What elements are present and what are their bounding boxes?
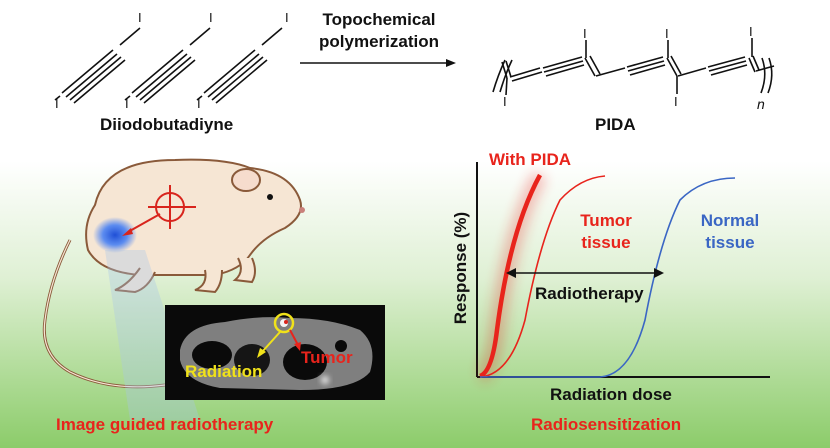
iodine-atom: I (503, 94, 507, 109)
ct-scan-inset (165, 305, 385, 400)
monomer-3 (196, 27, 283, 104)
curve-normal-tissue (480, 177, 736, 378)
iodine-atoms: I I I I I I I I I I I (55, 10, 753, 111)
product-label: PIDA (595, 115, 636, 134)
repeat-unit-n: n (757, 96, 765, 112)
normal-tissue-line-1: Normal (700, 211, 760, 230)
mouse-front-leg-1 (194, 269, 223, 294)
left-caption: Image guided radiotherapy (56, 415, 274, 434)
mouse-ear (231, 168, 261, 192)
mouse-hind-leg (114, 267, 156, 294)
tumor-tissue-line-1: Tumor (580, 211, 632, 230)
iodine-atom: I (209, 10, 213, 25)
x-axis-label: Radiation dose (550, 385, 672, 404)
monomer-2 (124, 27, 211, 104)
iodine-atom: I (125, 96, 129, 111)
iodine-atom: I (55, 96, 59, 111)
reaction-condition-line-1: Topochemical (322, 10, 436, 29)
monomer-1 (54, 27, 141, 104)
tumor-tissue-label: Tumor tissue (570, 210, 642, 254)
right-caption: Radiosensitization (531, 415, 682, 434)
tumor-label: Tumor (301, 348, 353, 367)
crosshair-icon (148, 185, 196, 229)
y-axis-label: Response (%) (451, 211, 470, 325)
tumor-marker (273, 312, 295, 334)
target-arrow (127, 213, 161, 233)
therapy-window-label: Radiotherapy (535, 284, 644, 303)
response-chart (476, 162, 770, 384)
reaction-condition-line-2: polymerization (319, 32, 439, 51)
with-pida-label: With PIDA (489, 150, 572, 169)
radiation-label: Radiation (185, 362, 263, 381)
iodine-atom: I (674, 94, 678, 109)
iodine-atom: I (583, 26, 587, 41)
mouse-illustration (42, 158, 305, 389)
iodine-atom: I (285, 10, 289, 25)
iodine-atom: I (749, 24, 753, 39)
normal-tissue-line-2: tissue (705, 233, 755, 252)
pida-chain (492, 38, 775, 96)
mouse-nose (299, 207, 305, 213)
reactant-label: Diiodobutadiyne (100, 115, 234, 134)
curve-tumor-tissue (479, 175, 606, 378)
mouse-eye (267, 194, 273, 200)
normal-tissue-label: Normal tissue (690, 210, 770, 254)
reaction-condition: Topochemical polymerization (300, 9, 458, 53)
iodine-atom: I (197, 96, 201, 111)
curve-with-pida (478, 173, 542, 379)
iodine-atom: I (138, 10, 142, 25)
tumor-tissue-line-2: tissue (581, 233, 631, 252)
iodine-atom: I (665, 26, 669, 41)
tumor-spot (93, 217, 137, 253)
reaction-arrow (300, 59, 456, 67)
mouse-front-leg-2 (232, 257, 256, 284)
monomer-stack (54, 27, 283, 104)
